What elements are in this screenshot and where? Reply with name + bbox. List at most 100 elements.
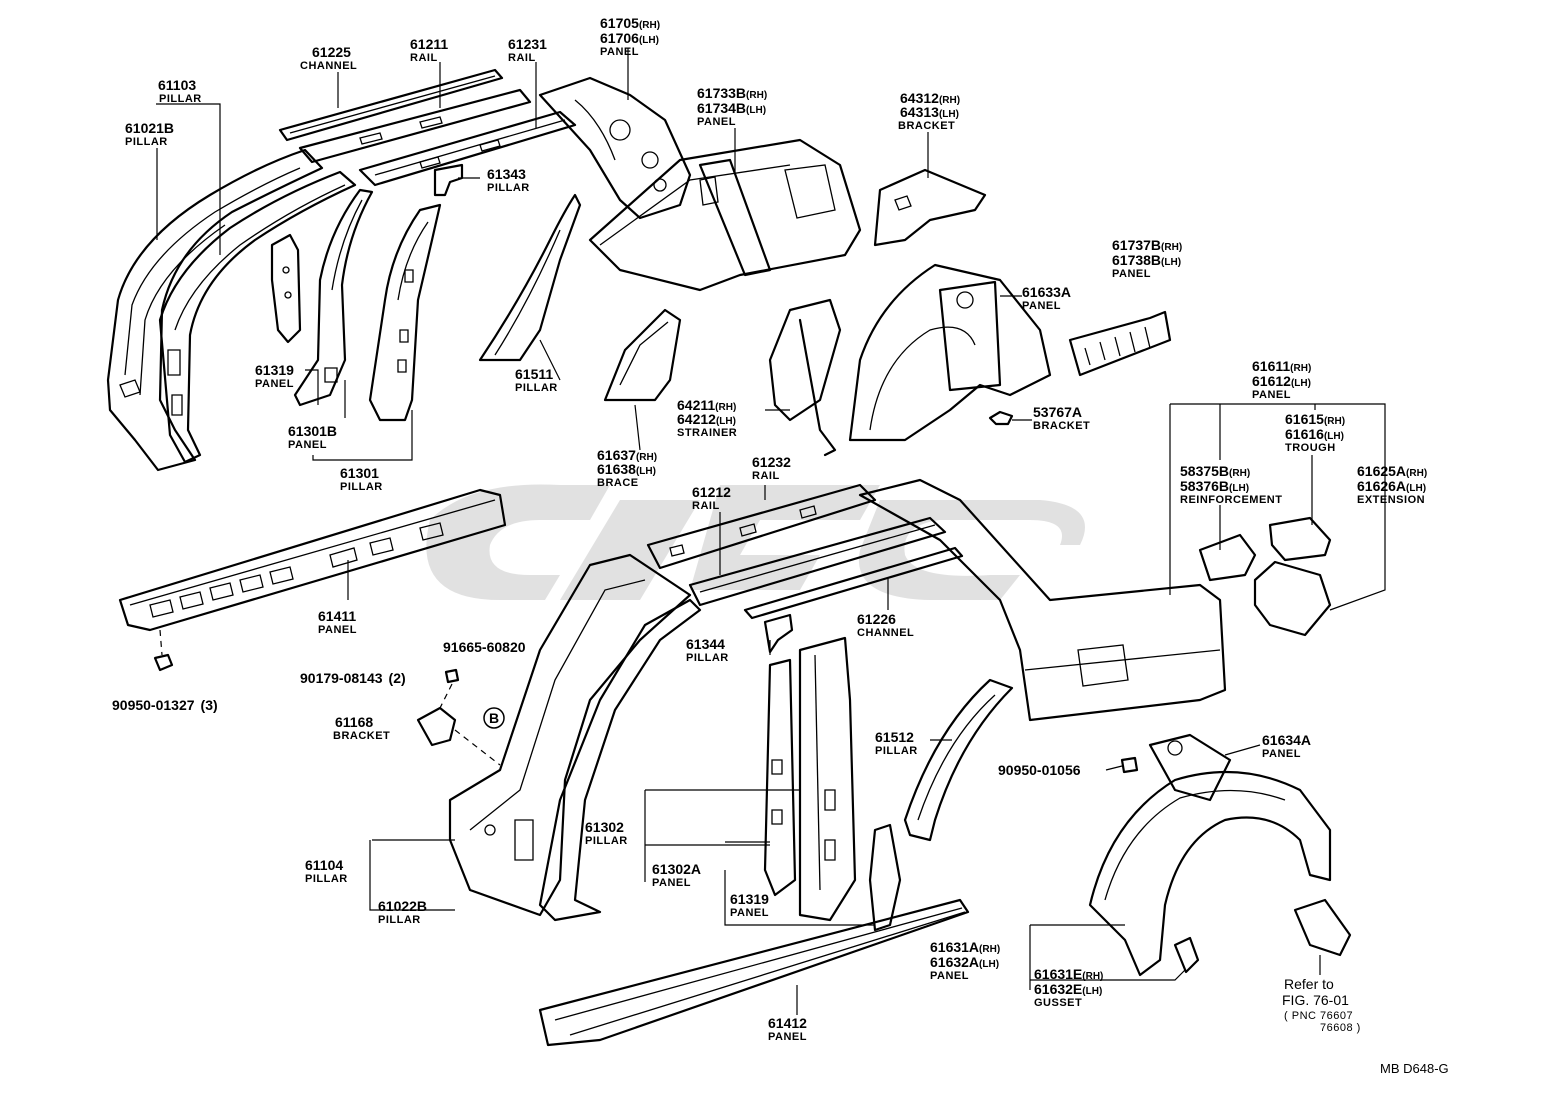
label-61511-cap: PILLAR <box>515 382 558 394</box>
part-61633a-panel <box>848 263 1052 442</box>
part-61168-bracket <box>416 683 501 766</box>
label-61232-num: 61232 <box>752 454 791 470</box>
label-61232-cap: RAIL <box>752 470 780 482</box>
part-64211-strainer <box>768 298 842 457</box>
part-61625a-extension <box>1253 560 1332 637</box>
label-61301b-num: 61301B <box>288 423 337 439</box>
part-61302a-panel <box>763 658 797 897</box>
fastener-90950-01327 <box>153 629 174 672</box>
label-53767a-num: 53767A <box>1033 404 1082 420</box>
part-61634a-panel <box>1148 733 1232 802</box>
label-61319-upper-num: 61319 <box>255 362 294 378</box>
label-61301-num: 61301 <box>340 465 379 481</box>
label-61343-cap: PILLAR <box>487 182 530 194</box>
label-61225-cap: CHANNEL <box>300 60 357 72</box>
label-61021b-cap: PILLAR <box>125 136 168 148</box>
label-61615-num: 61615(RH) <box>1285 411 1345 427</box>
part-61021b-pillar <box>158 170 357 464</box>
marker-b-label: B <box>489 710 499 726</box>
part-61705-panel <box>538 76 692 220</box>
part-61611-panel <box>858 478 1227 722</box>
label-61212-cap: RAIL <box>692 500 720 512</box>
label-61103-cap: PILLAR <box>159 93 202 105</box>
fastener-90950-01056 <box>1120 756 1139 774</box>
label-61302a-cap: PANEL <box>652 877 691 889</box>
label-61631a-num: 61631A(RH) <box>930 939 1000 955</box>
label-64312-cap: BRACKET <box>898 120 955 132</box>
part-61301-pillar <box>368 203 442 422</box>
part-61022b-pillar <box>538 598 702 922</box>
label-61319-upper-cap: PANEL <box>255 378 294 390</box>
part-61637-brace <box>603 308 682 402</box>
refer-pnc: ( PNC 76607 <box>1284 1010 1353 1022</box>
label-61733b-num: 61733B(RH) <box>697 85 767 101</box>
label-90950-01056-num: 90950-01056 <box>998 762 1081 778</box>
label-53767a-cap: BRACKET <box>1033 420 1090 432</box>
part-61103-pillar <box>106 148 324 472</box>
label-61211-num: 61211 <box>410 36 448 52</box>
label-61638-num: 61638(LH) <box>597 461 656 477</box>
label-90179-08143-num: 90179-08143(2) <box>300 670 406 686</box>
label-61021b-num: 61021B <box>125 120 174 136</box>
label-61211-cap: RAIL <box>410 52 438 64</box>
label-61302a-num: 61302A <box>652 861 701 877</box>
label-61343-num: 61343 <box>487 166 526 182</box>
label-61706-num: 61706(LH) <box>600 30 659 46</box>
label-61632a-num: 61632A(LH) <box>930 954 999 970</box>
part-61225-channel <box>278 68 504 142</box>
part-61302-pillar <box>798 636 857 922</box>
label-61631e-num: 61631E(RH) <box>1034 966 1103 982</box>
refer-pnc2: 76608 ) <box>1320 1022 1361 1034</box>
part-61343-pillar <box>433 163 464 197</box>
marker-b: B <box>483 707 505 729</box>
label-58375b-num: 58375B(RH) <box>1180 463 1250 479</box>
label-61734b-num: 61734B(LH) <box>697 100 766 116</box>
drawing-code: MB D648-G <box>1380 1061 1449 1076</box>
label-61168-cap: BRACKET <box>333 730 390 742</box>
part-61319-panel-lower <box>868 823 902 932</box>
label-61612-num: 61612(LH) <box>1252 373 1311 389</box>
label-61637-cap: BRACE <box>597 477 639 489</box>
part-61211-rail <box>298 88 532 164</box>
part-61512-pillar <box>903 678 1014 842</box>
label-61705-num: 61705(RH) <box>600 15 660 31</box>
label-61344-num: 61344 <box>686 636 725 652</box>
label-61631e-cap: GUSSET <box>1034 997 1082 1009</box>
part-61511-pillar <box>478 193 582 362</box>
label-61225-num: 61225 <box>312 44 351 60</box>
part-61615-trough <box>1268 516 1332 562</box>
part-61737b-panel <box>1068 310 1172 377</box>
label-61302-cap: PILLAR <box>585 835 628 847</box>
label-61302-num: 61302 <box>585 819 624 835</box>
label-91665-60820-num: 91665-60820 <box>443 639 526 655</box>
label-61632e-num: 61632E(LH) <box>1034 981 1102 997</box>
label-58375b-cap: REINFORCEMENT <box>1180 494 1282 506</box>
part-61733b-panel <box>588 138 862 292</box>
label-58376b-num: 58376B(LH) <box>1180 478 1249 494</box>
label-61212-num: 61212 <box>692 484 731 500</box>
part-53767a-bracket <box>988 410 1014 426</box>
label-61168-num: 61168 <box>335 714 373 730</box>
part-61301b-panel <box>293 188 374 407</box>
refer-line2: FIG. 76-01 <box>1282 992 1349 1008</box>
part-refer-76607 <box>1293 898 1352 957</box>
part-61344-pillar <box>763 613 794 654</box>
part-61212-rail <box>688 516 947 607</box>
label-61626a-num: 61626A(LH) <box>1357 478 1426 494</box>
label-61625a-num: 61625A(RH) <box>1357 463 1427 479</box>
label-64211-cap: STRAINER <box>677 427 737 439</box>
label-64211-num: 64211(RH) <box>677 397 736 413</box>
label-61512-cap: PILLAR <box>875 745 918 757</box>
part-61411-panel <box>118 488 507 632</box>
label-61511-num: 61511 <box>515 366 553 382</box>
label-61705-cap: PANEL <box>600 46 639 58</box>
label-61633a-cap: PANEL <box>1022 300 1061 312</box>
part-61226-channel <box>743 546 964 620</box>
part-61631e-gusset <box>1173 936 1200 974</box>
part-64312-bracket <box>873 168 987 247</box>
label-61226-num: 61226 <box>857 611 896 627</box>
label-61411-cap: PANEL <box>318 624 357 636</box>
watermark-logo <box>426 484 1085 600</box>
part-58375b-reinforcement <box>1198 533 1257 582</box>
label-61615-cap: TROUGH <box>1285 442 1336 454</box>
